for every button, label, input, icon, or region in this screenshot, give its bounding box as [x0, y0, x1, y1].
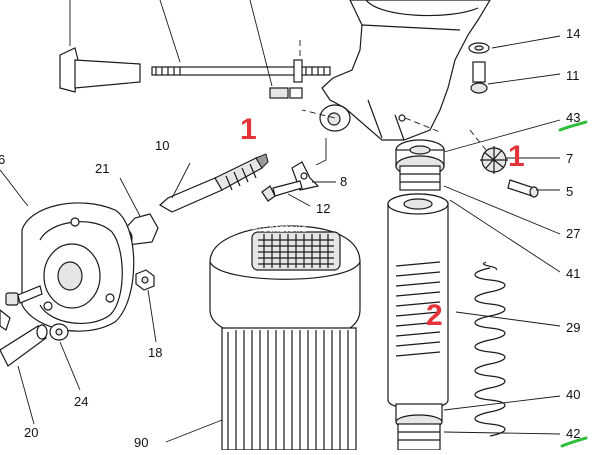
electric-motor	[209, 225, 361, 451]
annotation-2: 2	[426, 299, 443, 332]
annotation-1-right: 1	[508, 140, 525, 173]
washer-and-pin	[0, 309, 69, 367]
label-7: 7	[566, 151, 573, 166]
bottom-bearing	[395, 403, 443, 451]
highlight-43	[558, 120, 588, 132]
long-bolt	[59, 0, 331, 93]
label-8: 8	[340, 174, 347, 189]
label-18: 18	[148, 345, 162, 360]
bearing-stack	[395, 139, 445, 191]
highlight-42	[560, 436, 588, 448]
sleeve-tube	[387, 193, 449, 410]
nut	[135, 269, 155, 291]
red-annotations: 1 1 2	[240, 113, 525, 332]
label-10: 10	[155, 138, 169, 153]
pin-5	[507, 179, 539, 198]
screw-11	[470, 61, 488, 94]
motor-flange	[0, 169, 135, 332]
label-6: 6	[0, 152, 5, 167]
label-29: 29	[566, 320, 580, 335]
washer-14	[468, 42, 490, 54]
label-20: 20	[24, 425, 38, 440]
label-41: 41	[566, 266, 580, 281]
flange-screw	[5, 285, 43, 306]
leader-lines	[17, 35, 561, 443]
label-27: 27	[566, 226, 580, 241]
label-21: 21	[95, 161, 109, 176]
label-12: 12	[316, 201, 330, 216]
label-11: 11	[566, 68, 580, 83]
small-pins	[249, 0, 303, 99]
label-42: 42	[566, 426, 580, 441]
gear-7	[480, 146, 508, 174]
worm-shaft	[158, 153, 269, 213]
label-24: 24	[74, 394, 88, 409]
part-labels: 14 11 43 7 5 10 21 8 12 27 41 29 18 24 2…	[0, 26, 580, 450]
label-40: 40	[566, 387, 580, 402]
annotation-1-left: 1	[240, 113, 257, 146]
label-5: 5	[566, 184, 573, 199]
label-90: 90	[134, 435, 148, 450]
watermark: ersatzteile	[252, 223, 308, 235]
label-14: 14	[566, 26, 580, 41]
green-highlights	[558, 120, 588, 448]
gear-housing	[319, 0, 491, 141]
compression-spring	[474, 261, 506, 437]
label-43: 43	[566, 110, 580, 125]
